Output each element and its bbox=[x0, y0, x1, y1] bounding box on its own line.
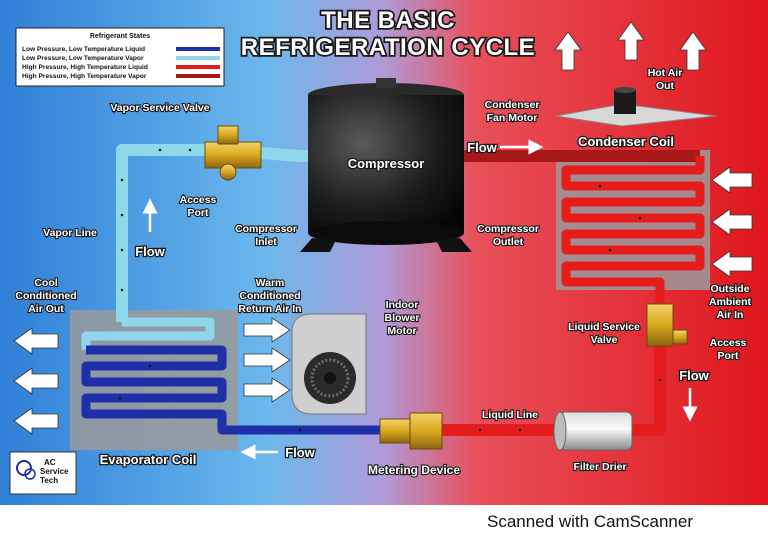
indoor-blower bbox=[291, 313, 367, 415]
title-line-1: THE BASIC bbox=[321, 7, 455, 34]
liquid-access-port bbox=[672, 329, 688, 345]
vapor-service-valve bbox=[204, 125, 262, 181]
vapor-line-label: Vapor Line bbox=[43, 227, 97, 239]
hot-air-out-label: Out bbox=[656, 80, 675, 92]
legend-swatch bbox=[176, 56, 220, 60]
vapor-access-port bbox=[219, 163, 237, 181]
outside-air-label: Outside bbox=[710, 283, 749, 295]
metering-device-label: Metering Device bbox=[368, 463, 460, 477]
compressor-inlet-label: Inlet bbox=[255, 236, 277, 248]
compressor bbox=[300, 78, 472, 252]
ac-service-tech-logo: AC Service Tech bbox=[9, 451, 77, 495]
liquid-service-valve bbox=[646, 303, 688, 347]
condenser-fan-label: Condenser bbox=[485, 99, 540, 111]
legend-swatch bbox=[176, 74, 220, 78]
legend-label: High Pressure, High Temperature Vapor bbox=[22, 73, 147, 80]
legend-label: High Pressure, High Temperature Liquid bbox=[22, 64, 148, 71]
flow-label: Flow bbox=[285, 445, 315, 460]
outside-air-label: Air In bbox=[717, 309, 744, 321]
condenser-coil-tubing bbox=[561, 156, 705, 318]
liquid-line-label: Liquid Line bbox=[482, 409, 538, 421]
access-port-label: Access bbox=[180, 194, 217, 206]
hot-air-out-arrows bbox=[554, 21, 707, 71]
access-port-label: Access bbox=[710, 337, 747, 349]
cool-air-out-arrows bbox=[13, 327, 59, 435]
condenser-coil-label: Condenser Coil bbox=[578, 134, 674, 149]
pipe-dots bbox=[118, 148, 662, 432]
flow-arrows bbox=[142, 139, 698, 460]
vapor-service-valve-label: Vapor Service Valve bbox=[110, 102, 209, 114]
warm-air-label: Conditioned bbox=[239, 290, 300, 302]
condenser-fan-label: Fan Motor bbox=[487, 112, 538, 124]
legend-label: Low Pressure, Low Temperature Liquid bbox=[22, 46, 145, 53]
access-port-label: Port bbox=[718, 350, 740, 362]
evaporator-liquid-coil bbox=[81, 345, 390, 435]
flow-label: Flow bbox=[679, 368, 709, 383]
blower-motor-label: Indoor bbox=[386, 299, 419, 311]
metering-device bbox=[379, 412, 443, 450]
cool-air-label: Cool bbox=[34, 277, 57, 289]
outside-air-in-arrows bbox=[711, 166, 753, 278]
legend-swatch bbox=[176, 65, 220, 69]
hot-air-out-label: Hot Air bbox=[648, 67, 683, 79]
warm-air-label: Warm bbox=[256, 277, 285, 289]
warm-air-label: Return Air In bbox=[238, 303, 301, 315]
outside-air-label: Ambient bbox=[709, 296, 752, 308]
compressor-outlet-label: Compressor bbox=[477, 223, 539, 235]
filter-drier-label: Filter Drier bbox=[573, 461, 626, 473]
return-air-in-arrows bbox=[243, 317, 291, 403]
scanner-watermark: Scanned with CamScanner bbox=[487, 512, 694, 531]
compressor-outlet-label: Outlet bbox=[493, 236, 524, 248]
legend-swatch bbox=[176, 47, 220, 51]
logo-text: Service bbox=[40, 467, 69, 476]
cool-air-label: Air Out bbox=[28, 303, 64, 315]
blower-motor-label: Blower bbox=[384, 312, 419, 324]
liquid-service-valve-label: Valve bbox=[591, 334, 618, 346]
liquid-line-pipe bbox=[440, 340, 666, 436]
evaporator-vapor-coil bbox=[81, 317, 215, 350]
blower-motor-label: Motor bbox=[387, 325, 416, 337]
flow-label: Flow bbox=[467, 140, 497, 155]
legend-label: Low Pressure, Low Temperature Vapor bbox=[22, 55, 144, 62]
logo-text: AC bbox=[44, 458, 56, 467]
compressor-inlet-label: Compressor bbox=[235, 223, 297, 235]
condenser-fan-motor bbox=[555, 87, 717, 127]
logo-text: Tech bbox=[40, 476, 58, 485]
flow-label: Flow bbox=[135, 244, 165, 259]
legend: Refrigerant States Low Pressure, Low Tem… bbox=[15, 27, 225, 87]
access-port-label: Port bbox=[188, 207, 210, 219]
liquid-service-valve-label: Liquid Service bbox=[568, 321, 640, 333]
refrigeration-cycle-diagram: Refrigerant States Low Pressure, Low Tem… bbox=[0, 0, 768, 505]
legend-title: Refrigerant States bbox=[90, 33, 150, 40]
compressor-label: Compressor bbox=[348, 156, 425, 171]
title-line-2: REFRIGERATION CYCLE bbox=[241, 34, 535, 61]
evaporator-coil-label: Evaporator Coil bbox=[100, 452, 197, 467]
filter-drier bbox=[553, 411, 633, 451]
cool-air-label: Conditioned bbox=[15, 290, 76, 302]
